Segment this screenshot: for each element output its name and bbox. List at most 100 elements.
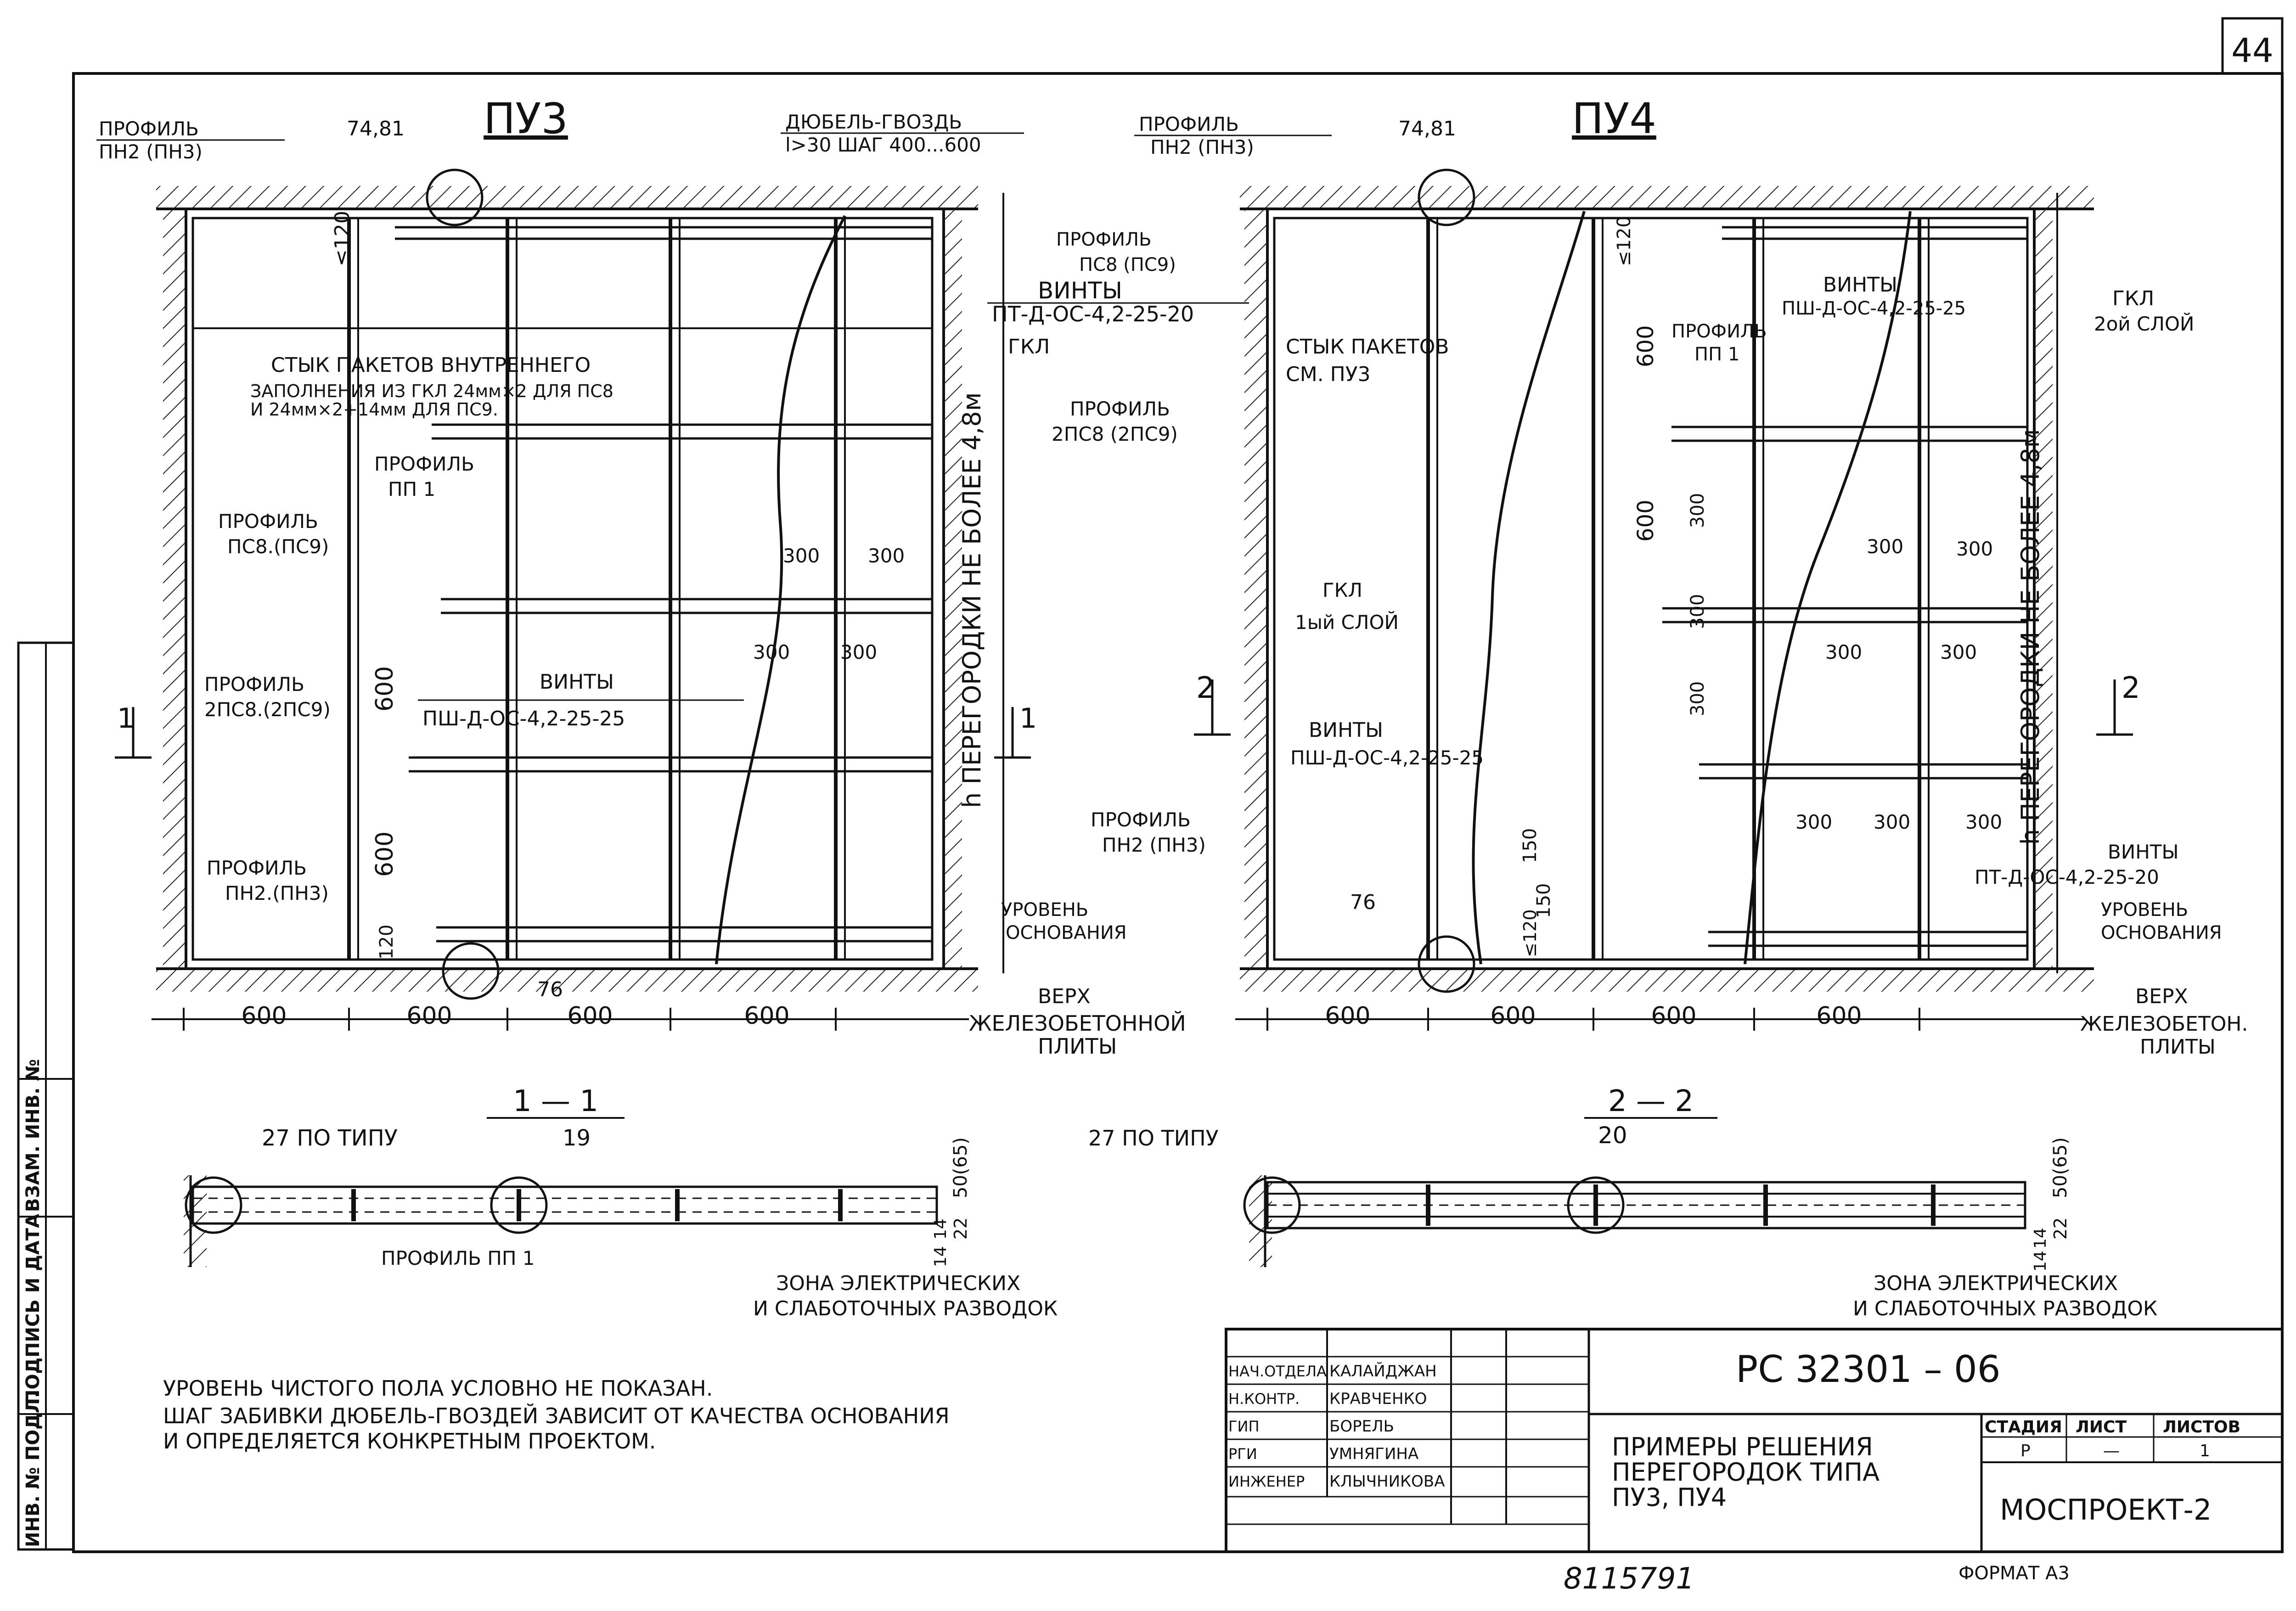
dim-120-left: ≤120 <box>331 211 354 266</box>
s1-dim-1: 50(65) <box>950 1137 971 1198</box>
s1-profile: ПРОФИЛЬ ПП 1 <box>381 1247 535 1269</box>
s2-type-ref: 27 ПО ТИПУ <box>1088 1126 1219 1151</box>
r-lbl-screws-mid-2: ПШ-Д-ОС-4,2-25-25 <box>1290 747 1484 769</box>
elevation-title-right: ПУ4 <box>1572 94 1656 143</box>
s2-title: 2 — 2 <box>1608 1084 1694 1118</box>
s1-type-ref: 27 ПО ТИПУ <box>262 1125 398 1151</box>
r-lbl-screws-top-1: ВИНТЫ <box>1823 273 1897 297</box>
s1-dim-3: 14 <box>931 1246 950 1267</box>
wall-hatch-right-r <box>2034 209 2053 969</box>
elevation-title-left: ПУ3 <box>484 94 568 143</box>
r-lbl-screws-top-2: ПШ-Д-ОС-4,2-25-25 <box>1782 298 1966 319</box>
sheet-number: 44 <box>2231 31 2273 70</box>
r-lbl-gkl2-1: ГКЛ <box>2112 287 2154 310</box>
lbl-dowel-1: ДЮБЕЛЬ-ГВОЗДЬ <box>785 111 962 133</box>
s2-mark: 20 <box>1598 1122 1627 1149</box>
s2-dim-1: 50(65) <box>2050 1137 2071 1198</box>
r-lbl-level-2: ОСНОВАНИЯ <box>2101 922 2222 943</box>
s2-zone-2: И СЛАБОТОЧНЫХ РАЗВОДОК <box>1853 1297 2157 1320</box>
s1-title: 1 — 1 <box>513 1084 598 1118</box>
title-block: НАЧ.ОТДЕЛА КАЛАЙДЖАН Н.КОНТР. КРАВЧЕНКО … <box>1225 1328 2284 1553</box>
partition-outline-left <box>191 217 934 961</box>
inventory-number: 8115791 <box>1564 1562 1694 1596</box>
bottom-dim-2: 600 <box>406 1002 452 1030</box>
lbl-joint-3: И 24мм×2+14мм ДЛЯ ПС9. <box>250 399 498 420</box>
s1-mark: 19 <box>563 1125 591 1151</box>
lbl-slab-3: ПЛИТЫ <box>1038 1034 1117 1059</box>
r-dim-300h-2: 300 <box>1956 538 1993 560</box>
lbl-level-2: ОСНОВАНИЯ <box>1006 922 1127 943</box>
r-dim-600-2: 600 <box>1633 500 1659 542</box>
dim-600b-left: 600 <box>371 831 399 877</box>
bottom-dim-3: 600 <box>567 1002 613 1030</box>
sheet-number-box <box>2221 17 2284 75</box>
tb-org: МОСПРОЕКТ-2 <box>2000 1493 2212 1527</box>
dim-300-1: 300 <box>783 544 820 567</box>
bottom-dim-r2: 600 <box>1490 1002 1536 1030</box>
r-lbl-level-1: УРОВЕНЬ <box>2101 899 2188 921</box>
section-2-2: 2 — 2 27 ПО ТИПУ 20 ЗОНА ЭЛЕКТРИЧЕСКИХ И… <box>1088 1084 2157 1320</box>
r-lbl-screws-mid-1: ВИНТЫ <box>1309 718 1383 742</box>
section-mark-left-b: 1 <box>1019 702 1037 735</box>
r-dim-150-1: 150 <box>1519 828 1541 863</box>
lbl-profile-top-1: ПРОФИЛЬ <box>99 118 199 140</box>
lbl-gkl-left: ГКЛ <box>1008 335 1050 359</box>
section-mark-right-b: 2 <box>2122 671 2140 705</box>
tb-title-2: ПЕРЕГОРОДОК ТИПА <box>1612 1458 1880 1487</box>
r-lbl-ps8-1: ПРОФИЛЬ <box>1056 229 1152 250</box>
r-lbl-ps8-2: ПС8 (ПС9) <box>1079 254 1176 275</box>
r-lbl-bottom-2: ПН2 (ПН3) <box>1102 834 1206 856</box>
stamp-inv-label: ИНВ. № ПОДЛ. <box>23 1391 44 1547</box>
lbl-pp1-2: ПП 1 <box>388 478 435 500</box>
tb-sheet-value: — <box>2103 1442 2120 1460</box>
tb-role-3: ГИП <box>1228 1418 1260 1435</box>
section-1-1: 1 — 1 27 ПО ТИПУ 19 ПРОФИЛЬ ПП 1 ЗОНА ЭЛ… <box>184 1084 1058 1320</box>
dim-120b-left: 120 <box>376 925 397 960</box>
lbl-2ps8-1: ПРОФИЛЬ <box>204 673 304 696</box>
r-dim-300v-3: 300 <box>1687 681 1708 716</box>
r-dim-300h-1: 300 <box>1867 535 1903 558</box>
r-lbl-bottom-1: ПРОФИЛЬ <box>1091 808 1191 831</box>
note-3: И ОПРЕДЕЛЯЕТСЯ КОНКРЕТНЫМ ПРОЕКТОМ. <box>163 1429 656 1454</box>
lbl-ps8-1: ПРОФИЛЬ <box>218 510 318 533</box>
s1-zone-1: ЗОНА ЭЛЕКТРИЧЕСКИХ <box>776 1272 1020 1295</box>
ceiling-hatch-right <box>1240 186 2094 209</box>
tb-title-3: ПУ3, ПУ4 <box>1612 1483 1727 1512</box>
bottom-dim-4: 600 <box>744 1002 789 1030</box>
tb-sheet-label: ЛИСТ <box>2076 1418 2127 1437</box>
tb-name-1: КАЛАЙДЖАН <box>1329 1362 1437 1381</box>
wall-hatch-right-l <box>1244 209 1267 969</box>
floor-hatch-right <box>1240 969 2094 992</box>
tb-role-2: Н.КОНТР. <box>1228 1390 1300 1408</box>
lbl-joint-1: СТЫК ПАКЕТОВ ВНУТРЕННЕГО <box>271 354 591 377</box>
r-lbl-joint-2: СМ. ПУ3 <box>1286 363 1371 386</box>
tb-stage-value: Р <box>2020 1442 2031 1460</box>
lbl-pp1-1: ПРОФИЛЬ <box>374 453 474 475</box>
r-dim-300h-5: 300 <box>1795 811 1832 833</box>
tb-sheets-value: 1 <box>2200 1442 2210 1460</box>
wall-hatch-left <box>163 209 186 969</box>
section-mark-left-a: 1 <box>117 702 135 735</box>
s1-dim-2: 14 <box>931 1218 950 1240</box>
partition-outline-right <box>1273 217 2029 961</box>
lbl-bottom-1: ПРОФИЛЬ <box>207 857 307 879</box>
lbl-screws-mid-1: ВИНТЫ <box>540 670 614 694</box>
dim-300-4: 300 <box>840 641 877 663</box>
lbl-joint-2: ЗАПОЛНЕНИЯ ИЗ ГКЛ 24мм×2 ДЛЯ ПС8 <box>250 381 613 401</box>
lbl-screws-top-1: ВИНТЫ <box>1038 277 1122 304</box>
mark-bottom-left: 76 <box>537 978 563 1001</box>
r-lbl-slab-3: ПЛИТЫ <box>2140 1035 2216 1059</box>
note-1: УРОВЕНЬ ЧИСТОГО ПОЛА УСЛОВНО НЕ ПОКАЗАН. <box>163 1376 713 1401</box>
r-lbl-2ps8-1: ПРОФИЛЬ <box>1070 398 1170 420</box>
s2-zone-1: ЗОНА ЭЛЕКТРИЧЕСКИХ <box>1874 1272 2118 1295</box>
r-lbl-pp1-1: ПРОФИЛЬ <box>1671 321 1767 342</box>
tb-role-5: ИНЖЕНЕР <box>1228 1473 1305 1490</box>
ceiling-hatch-left <box>156 186 978 209</box>
r-lbl-pp1-2: ПП 1 <box>1694 344 1739 365</box>
lbl-ps8-2: ПС8.(ПС9) <box>227 535 329 558</box>
bottom-dim-r1: 600 <box>1325 1002 1370 1030</box>
elevation-pu3: ПУ3 <box>96 94 1249 1059</box>
lbl-slab-1: ВЕРХ <box>1038 985 1091 1008</box>
r-lbl-screws-bot-1: ВИНТЫ <box>2108 841 2179 863</box>
lbl-slab-2: ЖЕЛЕЗОБЕТОННОЙ <box>969 1011 1186 1036</box>
